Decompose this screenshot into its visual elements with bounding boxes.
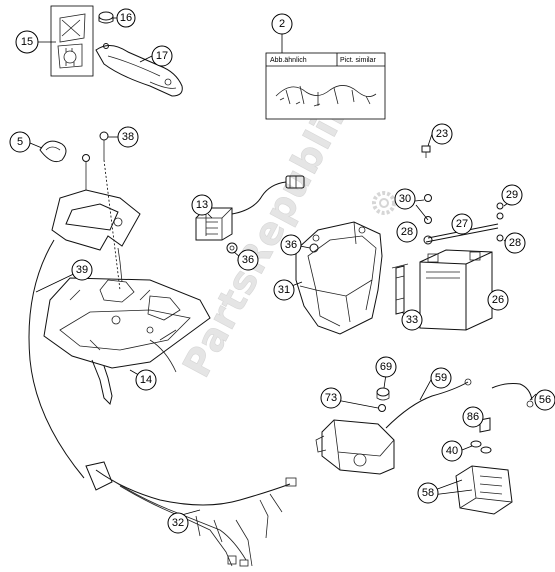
- callout-59[interactable]: 59: [430, 367, 452, 389]
- part-cable-59: [385, 378, 534, 429]
- watermark-gear-icon: [372, 191, 396, 215]
- part-small-86: [479, 417, 491, 433]
- part-nut-73: [378, 404, 386, 412]
- svg-text:2: 2: [279, 18, 285, 30]
- watermark-text: PartsRepublik: [174, 87, 360, 384]
- callout-33[interactable]: 33: [401, 309, 423, 331]
- svg-text:30: 30: [399, 193, 411, 205]
- part-clip: [39, 140, 67, 163]
- svg-text:73: 73: [325, 392, 337, 404]
- part-grommets-40: [470, 440, 492, 454]
- part-starter: [315, 419, 395, 475]
- svg-text:56: 56: [539, 394, 551, 406]
- callout-14[interactable]: 14: [135, 369, 157, 391]
- callout-56[interactable]: 56: [534, 389, 555, 411]
- watermark: PartsRepublik: [174, 87, 360, 384]
- svg-text:33: 33: [406, 314, 418, 326]
- svg-text:32: 32: [172, 517, 184, 529]
- svg-text:36: 36: [285, 239, 297, 251]
- callouts: 15 16 17 2 5 38 13 36 39 14 36 31 33 26 …: [9, 8, 555, 534]
- callout-69[interactable]: 69: [375, 356, 397, 378]
- part-strap: [391, 263, 409, 315]
- callout-39[interactable]: 39: [71, 259, 93, 281]
- callout-36-left[interactable]: 36: [237, 249, 259, 271]
- svg-text:38: 38: [122, 131, 134, 143]
- part-bush: [376, 387, 390, 401]
- part-battery: [419, 249, 493, 331]
- svg-text:23: 23: [436, 128, 448, 140]
- callout-31[interactable]: 31: [273, 279, 295, 301]
- part-tray: [43, 189, 211, 405]
- callout-16[interactable]: 16: [116, 8, 136, 28]
- callout-2[interactable]: 2: [271, 13, 293, 35]
- callout-23[interactable]: 23: [431, 123, 453, 145]
- svg-text:15: 15: [21, 36, 33, 48]
- callout-27[interactable]: 27: [451, 213, 473, 235]
- svg-text:5: 5: [17, 136, 23, 148]
- part-harness: [28, 239, 297, 567]
- part-grommet: [226, 242, 238, 254]
- part-screw-small: [82, 154, 90, 190]
- part-regulator: [455, 465, 513, 515]
- callout-29[interactable]: 29: [501, 184, 523, 206]
- svg-text:36: 36: [242, 254, 254, 266]
- part-bracket: [95, 45, 183, 97]
- inset-label-left: Abb.ähnlich: [270, 57, 307, 64]
- svg-text:40: 40: [446, 445, 458, 457]
- svg-text:29: 29: [506, 189, 518, 201]
- part-screw-23: [421, 145, 431, 158]
- part-cap: [98, 11, 114, 49]
- callout-73[interactable]: 73: [320, 387, 342, 409]
- callout-17[interactable]: 17: [151, 45, 173, 67]
- svg-text:58: 58: [422, 487, 434, 499]
- svg-text:16: 16: [120, 12, 132, 24]
- callout-13[interactable]: 13: [191, 194, 213, 216]
- callout-28-right[interactable]: 28: [504, 232, 526, 254]
- callout-38[interactable]: 38: [117, 126, 139, 148]
- inset-wiring-box: Abb.ähnlich Pict. similar: [265, 52, 386, 120]
- callout-26[interactable]: 26: [487, 289, 509, 311]
- callout-86[interactable]: 86: [462, 406, 484, 428]
- svg-text:31: 31: [278, 284, 290, 296]
- svg-text:28: 28: [509, 237, 521, 249]
- callout-30[interactable]: 30: [394, 188, 416, 210]
- callout-32[interactable]: 32: [167, 512, 189, 534]
- callout-40[interactable]: 40: [441, 440, 463, 462]
- svg-text:14: 14: [140, 374, 152, 386]
- svg-text:86: 86: [467, 411, 479, 423]
- part-screw: [99, 131, 121, 291]
- svg-text:17: 17: [156, 50, 168, 62]
- inset-label-right: Pict. similar: [340, 57, 376, 64]
- svg-text:69: 69: [380, 361, 392, 373]
- svg-text:39: 39: [76, 264, 88, 276]
- svg-text:27: 27: [456, 218, 468, 230]
- part-nuts: [424, 194, 504, 242]
- callout-5[interactable]: 5: [9, 131, 31, 153]
- part-grommet-31: [309, 243, 319, 253]
- svg-text:59: 59: [435, 372, 447, 384]
- callout-58[interactable]: 58: [417, 482, 439, 504]
- callout-15[interactable]: 15: [15, 30, 39, 54]
- part-battery-tray: [295, 221, 383, 335]
- svg-text:26: 26: [492, 294, 504, 306]
- callout-28-left[interactable]: 28: [396, 221, 418, 243]
- svg-text:28: 28: [401, 226, 413, 238]
- svg-text:13: 13: [196, 199, 208, 211]
- callout-36-right[interactable]: 36: [280, 234, 302, 256]
- inset-switch-box: [50, 5, 94, 77]
